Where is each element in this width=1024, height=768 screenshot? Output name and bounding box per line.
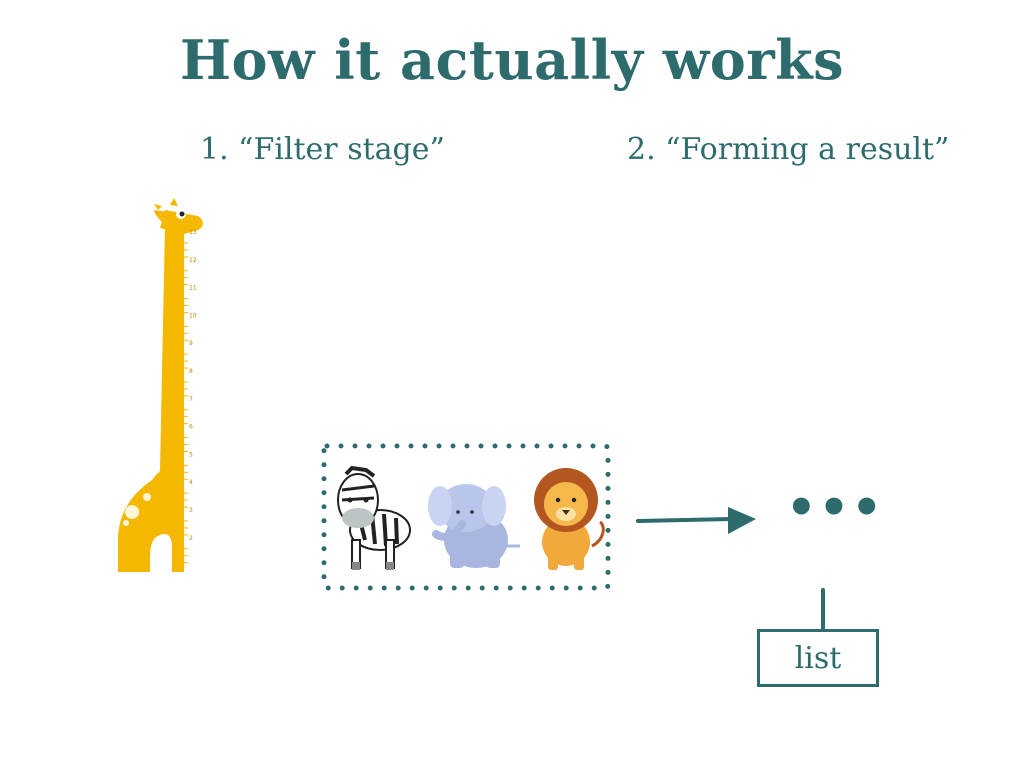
ruler-tick-label: 13	[189, 229, 197, 236]
ruler-tick-label: 11	[189, 285, 197, 292]
ruler-tick-label: 12	[189, 257, 197, 264]
flow-arrow-icon	[636, 507, 756, 534]
zebra-icon	[337, 465, 411, 570]
ruler-tick-label: 10	[189, 312, 197, 319]
giraffe-height-chart-icon: 13 12 11 10 9 8 7 6 5 4 3 2	[118, 198, 203, 572]
height-ruler: 13 12 11 10 9 8 7 6 5 4 3 2	[184, 229, 197, 564]
result-list-label: list	[794, 640, 842, 676]
ruler-tick-label: 3	[189, 507, 193, 514]
lion-icon	[534, 468, 605, 570]
elephant-icon	[428, 484, 520, 568]
ruler-tick-label: 2	[189, 535, 193, 542]
result-list-box: list	[757, 629, 879, 687]
ruler-tick-label: 5	[189, 451, 193, 458]
result-ellipsis: •••	[786, 480, 885, 536]
filter-selection-box	[321, 443, 611, 591]
step-filter-stage: 1. “Filter stage”	[200, 132, 445, 167]
step-forming-result: 2. “Forming a result”	[627, 132, 950, 167]
ruler-tick-label: 7	[189, 396, 193, 403]
slide-title: How it actually works	[179, 28, 845, 92]
ruler-tick-label: 9	[189, 340, 193, 347]
ruler-tick-label: 8	[189, 368, 193, 375]
ruler-tick-label: 4	[189, 479, 193, 486]
ruler-tick-label: 6	[189, 424, 193, 431]
